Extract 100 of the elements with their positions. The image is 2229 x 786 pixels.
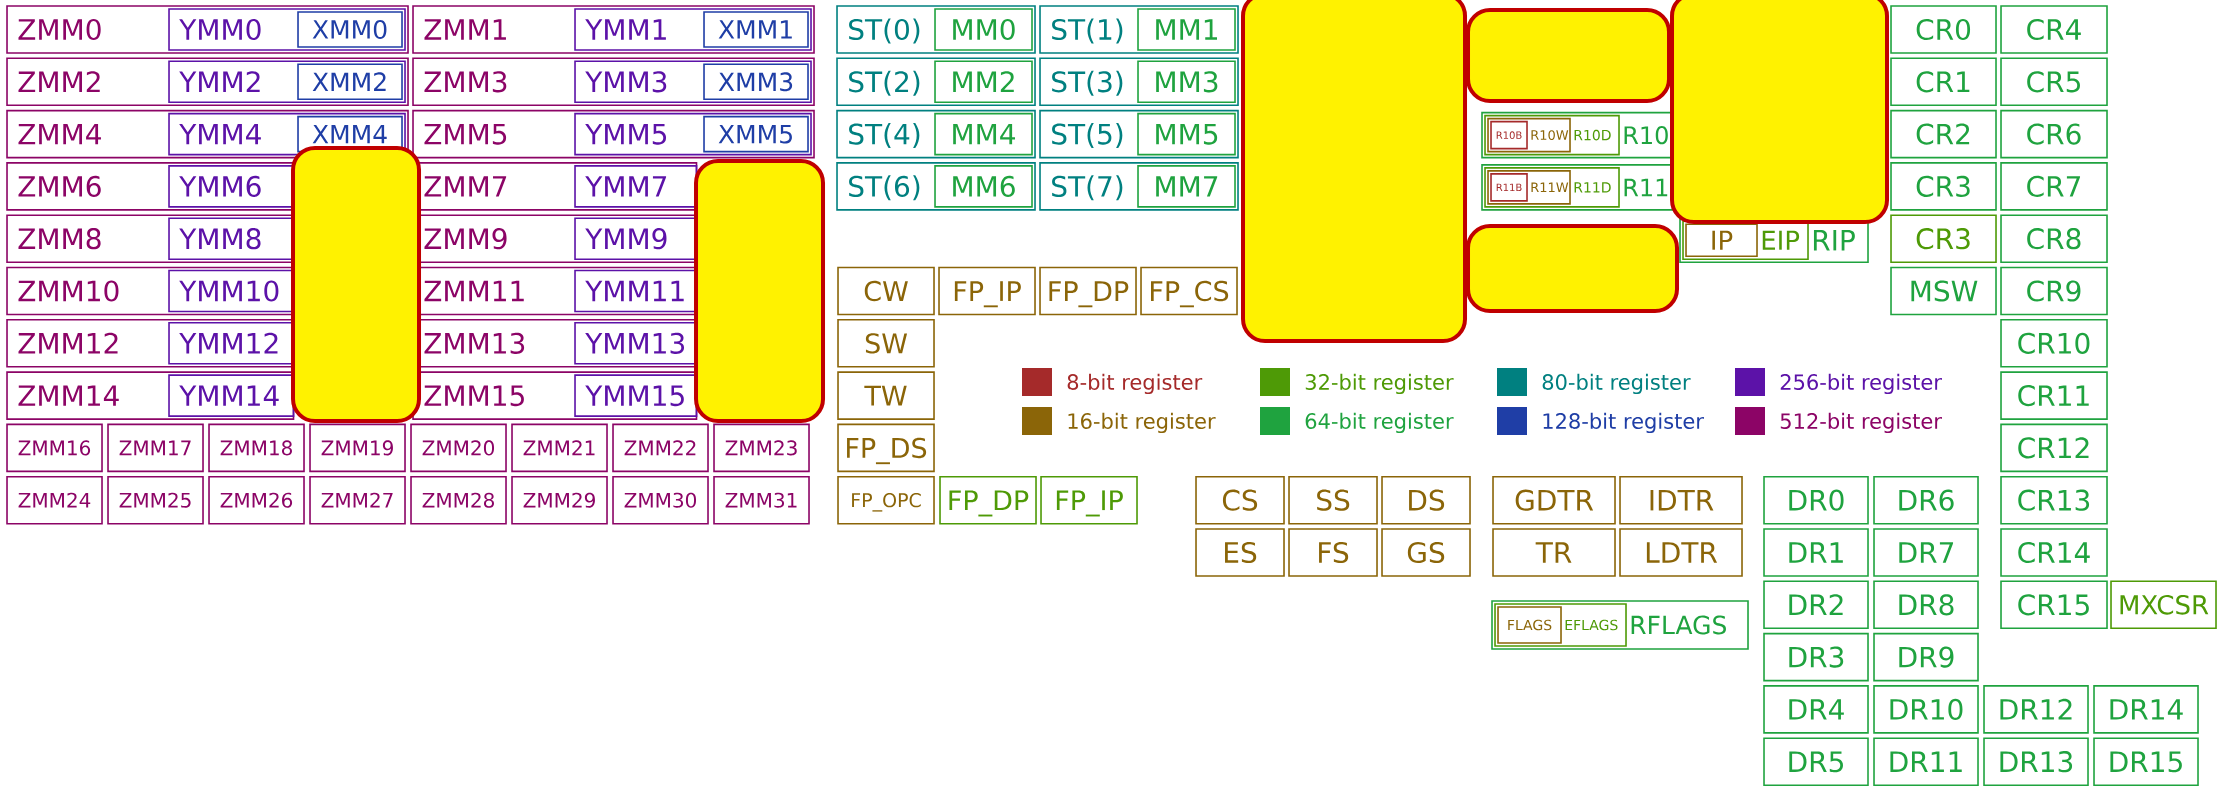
register-box: FP_CS xyxy=(1140,266,1238,316)
register-box: MM4 xyxy=(934,112,1033,156)
register-box: CR14 xyxy=(2000,528,2108,577)
register-box: MM2 xyxy=(934,60,1033,104)
register-box: YMM7 xyxy=(574,165,698,208)
register-box: DR11 xyxy=(1873,737,1979,786)
register-box: DR8 xyxy=(1873,580,1979,630)
register-box: DR14 xyxy=(2093,685,2199,734)
register-box: MM7 xyxy=(1137,165,1236,208)
register-box: CR4 xyxy=(2000,5,2108,54)
register-box: ZMM20 xyxy=(410,423,507,473)
register-box: FP_DP xyxy=(1039,266,1137,316)
register-box: CR13 xyxy=(2000,475,2108,525)
register-box: CR3 xyxy=(1890,162,1997,211)
legend-label: 80-bit register xyxy=(1542,373,1691,395)
register-box: CR1 xyxy=(1890,57,1997,107)
register-box: TR xyxy=(1492,528,1616,577)
register-box: ZMM19 xyxy=(309,423,406,473)
register-box: CR3 xyxy=(1890,214,1997,263)
register-box: ZMM22 xyxy=(612,423,709,473)
register-box: ZMM30 xyxy=(612,475,709,525)
register-box: ES xyxy=(1195,528,1285,577)
register-box: DR4 xyxy=(1763,685,1869,734)
register-box: ZMM26 xyxy=(208,475,305,525)
register-box: DR0 xyxy=(1763,475,1869,525)
register-box: DR12 xyxy=(1983,685,2089,734)
rounded-block xyxy=(1241,0,1467,343)
register-box: DR7 xyxy=(1873,528,1979,577)
register-box: IP xyxy=(1685,223,1758,257)
register-box: ZMM23 xyxy=(713,423,810,473)
register-box: MM5 xyxy=(1137,112,1236,156)
register-box: FS xyxy=(1288,528,1378,577)
legend-label: 256-bit register xyxy=(1780,373,1942,395)
register-box: SW xyxy=(837,319,935,368)
register-box: FLAGS xyxy=(1497,606,1562,644)
register-box: DS xyxy=(1381,475,1471,525)
register-box: YMM14 xyxy=(168,374,295,417)
register-box: DR10 xyxy=(1873,685,1979,734)
register-box: DR2 xyxy=(1763,580,1869,630)
register-box: ZMM18 xyxy=(208,423,305,473)
register-box: DR6 xyxy=(1873,475,1979,525)
register-box: GDTR xyxy=(1492,475,1616,525)
register-box: GS xyxy=(1381,528,1471,577)
register-box: MM3 xyxy=(1137,60,1236,104)
register-box: ZMM29 xyxy=(511,475,608,525)
register-box: CW xyxy=(837,266,935,316)
register-box: R11B xyxy=(1490,173,1528,202)
register-box: FP_IP xyxy=(1040,475,1138,525)
register-box: MM1 xyxy=(1137,8,1236,51)
register-box: LDTR xyxy=(1619,528,1743,577)
register-box: SS xyxy=(1288,475,1378,525)
register-box: MM0 xyxy=(934,8,1033,51)
register-box: CR2 xyxy=(1890,109,1997,159)
register-box: XMM2 xyxy=(297,63,403,101)
legend-label: 8-bit register xyxy=(1067,373,1203,395)
register-box: DR5 xyxy=(1763,737,1869,786)
register-box: DR9 xyxy=(1873,632,1979,682)
register-box: DR3 xyxy=(1763,632,1869,682)
register-box: MXCSR xyxy=(2110,580,2217,630)
register-box: CR7 xyxy=(2000,162,2108,211)
register-box: ZMM27 xyxy=(309,475,406,525)
register-box: YMM15 xyxy=(574,374,698,417)
rounded-block xyxy=(291,146,421,423)
register-box: ZMM25 xyxy=(107,475,204,525)
register-box: MSW xyxy=(1890,266,1997,316)
register-box: ZMM16 xyxy=(6,423,103,473)
register-box: CR0 xyxy=(1890,5,1997,54)
rounded-block xyxy=(1466,8,1671,103)
register-box: XMM0 xyxy=(297,11,403,48)
register-box: CR9 xyxy=(2000,266,2108,316)
register-box: DR13 xyxy=(1983,737,2089,786)
register-box: ZMM24 xyxy=(6,475,103,525)
register-box: ZMM17 xyxy=(107,423,204,473)
legend-label: 32-bit register xyxy=(1305,373,1454,395)
register-box: XMM1 xyxy=(703,11,809,48)
register-box: ZMM28 xyxy=(410,475,507,525)
legend-label: 16-bit register xyxy=(1068,412,1216,434)
register-box: CR10 xyxy=(2000,319,2108,368)
rounded-block xyxy=(1466,224,1679,313)
rounded-block xyxy=(1670,0,1889,224)
register-box: FP_DP xyxy=(939,475,1037,525)
legend-label: 128-bit register xyxy=(1543,412,1704,434)
register-box: CR11 xyxy=(2000,371,2108,420)
register-box: XMM5 xyxy=(703,115,809,153)
register-box: FP_IP xyxy=(938,266,1036,316)
register-box: R10B xyxy=(1490,120,1528,150)
register-box: FP_OPC xyxy=(837,475,935,525)
rounded-block xyxy=(694,159,825,423)
register-box: XMM3 xyxy=(703,63,809,101)
register-box: IDTR xyxy=(1619,475,1743,525)
register-box: CS xyxy=(1195,475,1285,525)
register-box: CR6 xyxy=(2000,109,2108,159)
register-box: CR8 xyxy=(2000,214,2108,263)
register-box: ZMM21 xyxy=(511,423,608,473)
register-box: CR12 xyxy=(2000,423,2108,473)
register-box: TW xyxy=(837,371,935,420)
legend-label: 64-bit register xyxy=(1305,412,1454,434)
legend-label: 512-bit register xyxy=(1780,412,1942,434)
register-box: FP_DS xyxy=(837,423,935,473)
register-box: CR5 xyxy=(2000,57,2108,107)
